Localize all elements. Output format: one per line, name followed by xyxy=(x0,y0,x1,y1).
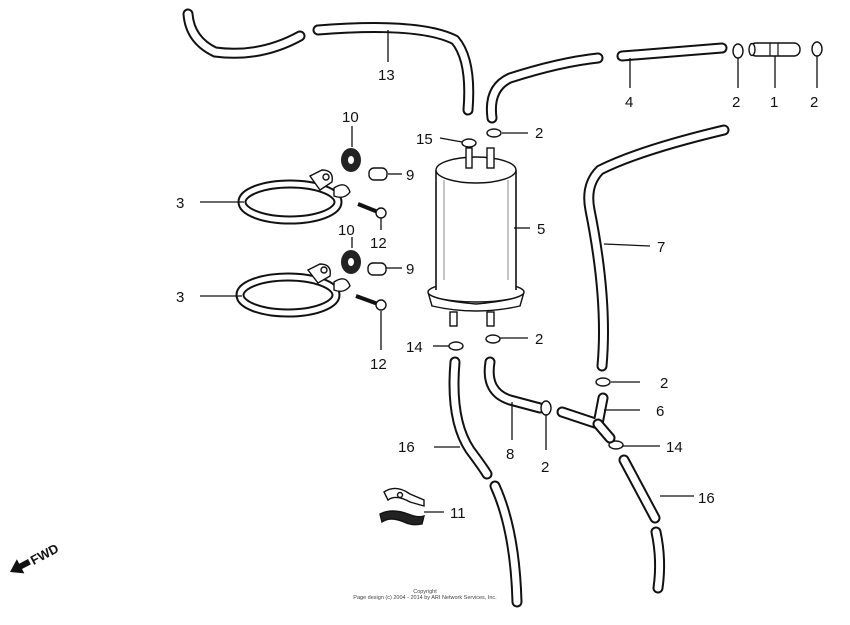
hose-clip-14-15 xyxy=(448,138,624,450)
callout-4: 4 xyxy=(625,94,633,111)
callout-8: 8 xyxy=(506,446,514,463)
callout-2-e: 2 xyxy=(660,375,668,392)
callout-9-a: 9 xyxy=(406,167,414,184)
fwd-label: FWD xyxy=(28,541,61,568)
hose-8 xyxy=(483,356,546,414)
hose-upper-right xyxy=(485,52,604,124)
hose-4 xyxy=(616,42,728,62)
collar-9 xyxy=(367,167,388,276)
callout-12-a: 12 xyxy=(370,235,387,252)
callout-7: 7 xyxy=(657,239,665,256)
callout-10-b: 10 xyxy=(338,222,355,239)
callout-10-a: 10 xyxy=(342,109,359,126)
callout-16-a: 16 xyxy=(398,439,415,456)
callout-3-b: 3 xyxy=(176,289,184,306)
callout-6: 6 xyxy=(656,403,664,420)
copyright-line-1: Copyright xyxy=(413,589,437,595)
callout-1: 1 xyxy=(770,94,778,111)
canister-5 xyxy=(427,147,525,327)
grommet-10 xyxy=(341,148,361,274)
callout-5: 5 xyxy=(537,221,545,238)
callout-12-b: 12 xyxy=(370,356,387,373)
callout-15: 15 xyxy=(416,131,433,148)
callout-2-f: 2 xyxy=(541,459,549,476)
hose-16-left xyxy=(448,356,523,608)
callout-2-d: 2 xyxy=(535,331,543,348)
bolt-12 xyxy=(355,202,387,311)
leader-lines xyxy=(200,30,818,513)
band-3-lower xyxy=(235,263,351,318)
callout-14-b: 14 xyxy=(666,439,683,456)
callout-3-a: 3 xyxy=(176,195,184,212)
joint-pipe-1 xyxy=(748,42,801,57)
fwd-arrow: FWD xyxy=(10,541,61,574)
callout-16-b: 16 xyxy=(698,490,715,507)
callout-2-c: 2 xyxy=(535,125,543,142)
fwd-arrow-icon xyxy=(10,559,31,574)
callout-numbers: 13 4 2 1 2 15 2 10 9 3 12 5 7 10 9 3 12 … xyxy=(176,67,818,522)
hose-13 xyxy=(182,8,475,116)
callout-9-b: 9 xyxy=(406,261,414,278)
callout-13: 13 xyxy=(378,67,395,84)
callout-2-b: 2 xyxy=(810,94,818,111)
copyright-line-2: Page design (c) 2004 - 2014 by ARI Netwo… xyxy=(353,595,497,601)
hose-7 xyxy=(583,124,730,372)
callout-11: 11 xyxy=(450,505,466,522)
copyright-notice: Copyright Page design (c) 2004 - 2014 by… xyxy=(300,589,550,601)
joint-6 xyxy=(556,392,616,444)
callout-14-a: 14 xyxy=(406,339,423,356)
hose-16-right xyxy=(618,454,666,594)
band-3-upper xyxy=(237,169,351,225)
clamp-11 xyxy=(379,487,425,526)
callout-2-a: 2 xyxy=(732,94,740,111)
